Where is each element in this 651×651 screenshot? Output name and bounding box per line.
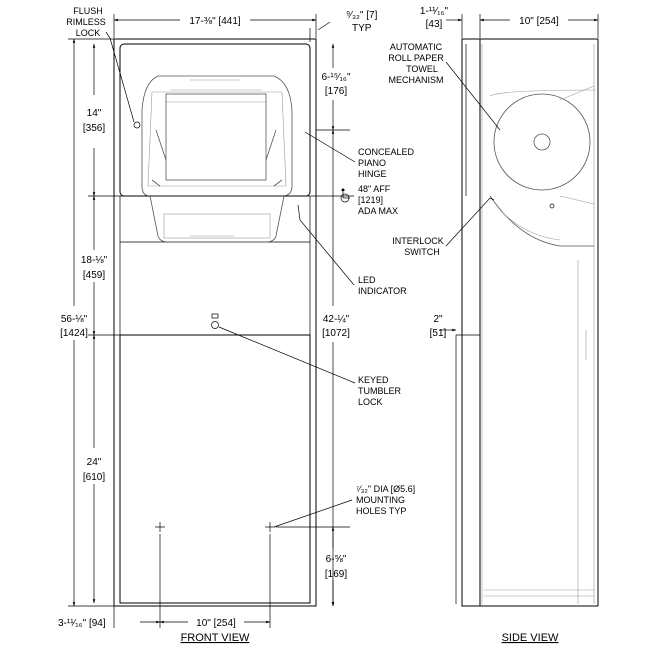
dim-bottom-left: 3-¹¹⁄₁₆" [94] [58, 618, 106, 629]
front-lower-bin-door [119, 334, 311, 604]
callout-hinge-2: PIANO [358, 158, 386, 168]
callout-keyed-1: KEYED [358, 375, 389, 385]
dim-middle: 18-⅛" [81, 255, 108, 266]
roll-mechanism [489, 85, 597, 247]
callout-flush-1: FLUSH [73, 6, 103, 16]
callout-holes-2: MOUNTING [356, 495, 405, 505]
callout-holes-1: ⁷⁄₃₂" DIA [Ø5.6] [356, 484, 415, 494]
side-view-title: SIDE VIEW [502, 632, 559, 644]
callout-hinge-3: HINGE [358, 169, 387, 179]
dim-overall-height-mm: [1424] [60, 328, 88, 339]
callout-led-1: LED [358, 275, 376, 285]
keyed-lock-icon [211, 321, 219, 329]
dim-mech-top-mm: [176] [325, 86, 347, 97]
callout-flush-2: RIMLESS [66, 17, 106, 27]
front-view: 17-⅜" [441] ⁹⁄₃₂" [7] TYP FLUSH RIMLESS … [58, 6, 415, 644]
dim-side-recess: 2" [433, 314, 443, 325]
callout-keyed-3: LOCK [358, 397, 383, 407]
callout-auto-1: AUTOMATIC [390, 42, 443, 52]
led-indicator-icon [211, 313, 219, 319]
dim-bottom-bin: 24" [87, 457, 102, 468]
callout-hinge-1: CONCEALED [358, 147, 415, 157]
dim-holes-height-mm: [169] [325, 569, 347, 580]
callout-ada-2: [1219] [358, 195, 383, 205]
dim-side-flange-depth: 1-¹¹⁄₁₆" [420, 6, 449, 17]
dim-upper-height: 14" [87, 108, 102, 119]
dim-flange: ⁹⁄₃₂" [7] [346, 10, 378, 21]
dim-side-depth: 10" [254] [519, 16, 559, 27]
dim-holes-spacing: 10" [254] [196, 618, 236, 629]
dim-side-flange-depth-mm: [43] [426, 19, 443, 30]
dim-bottom-bin-mm: [610] [83, 472, 105, 483]
callout-interlock-1: INTERLOCK [392, 236, 444, 246]
callout-auto-4: MECHANISM [388, 75, 443, 85]
callout-flush-3: LOCK [76, 28, 101, 38]
dim-flange-typ: TYP [352, 23, 372, 34]
callout-ada-1: 48" AFF [358, 184, 391, 194]
callout-auto-2: ROLL PAPER [388, 53, 444, 63]
dim-width-top: 17-⅜" [441] [189, 16, 241, 27]
dim-side-recess-mm: [51] [430, 328, 447, 339]
dim-to-lock: 42-¼" [323, 313, 350, 325]
side-view: 1-¹¹⁄₁₆" [43] 10" [254] AUTOMATIC ROLL P… [388, 6, 599, 644]
front-outer-flange [113, 38, 317, 607]
dim-overall-height: 56-⅛" [61, 314, 88, 325]
callout-interlock-2: SWITCH [404, 247, 440, 257]
callout-keyed-2: TUMBLER [358, 386, 402, 396]
towel-mechanism [141, 75, 293, 243]
mounting-holes [155, 522, 275, 532]
dim-upper-height-mm: [356] [83, 123, 105, 134]
callout-ada-3: ADA MAX [358, 206, 398, 216]
side-flange [461, 38, 481, 607]
dim-mech-top: 6-¹⁵⁄₁₆" [322, 72, 351, 83]
dim-middle-mm: [459] [83, 270, 105, 281]
wheelchair-icon [340, 188, 350, 203]
callout-auto-3: TOWEL [406, 64, 438, 74]
callout-led-2: INDICATOR [358, 286, 407, 296]
dim-to-lock-mm: [1072] [322, 328, 350, 339]
callout-holes-3: HOLES TYP [356, 506, 406, 516]
dim-holes-height: 6-⅝" [326, 554, 347, 565]
front-view-title: FRONT VIEW [181, 632, 250, 644]
flush-lock-icon [133, 121, 141, 129]
